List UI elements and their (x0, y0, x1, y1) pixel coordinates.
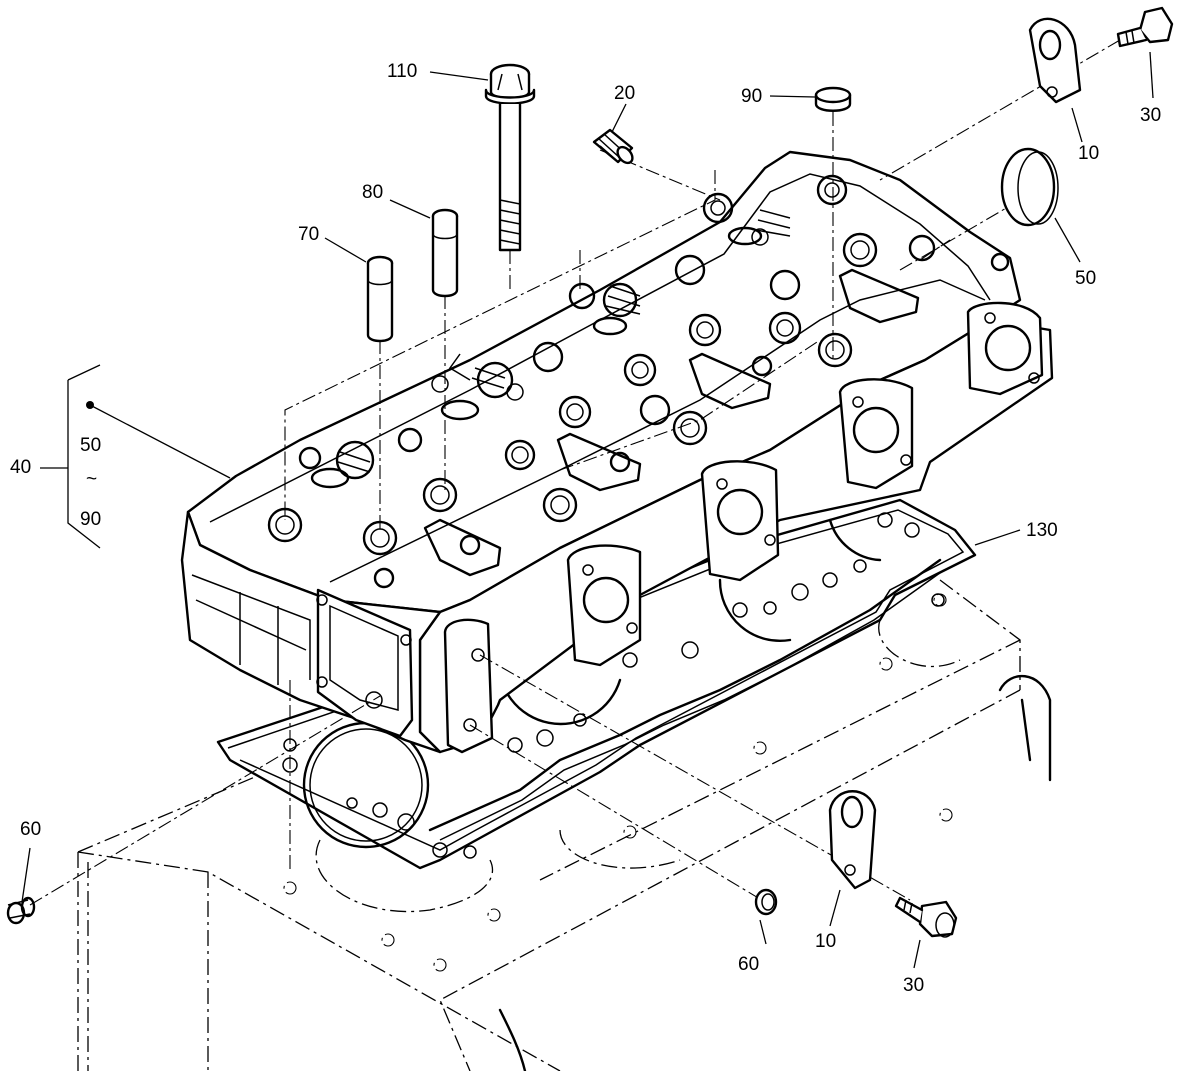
callout-50-group: 50 (80, 435, 102, 456)
hanger-bracket-top (1028, 17, 1082, 104)
callout-10-bottom: 10 (815, 931, 837, 952)
head-bolt (484, 63, 536, 252)
callout-30-top: 30 (1140, 105, 1162, 126)
plug-60-left (6, 896, 36, 925)
callout-90-top: 90 (741, 86, 763, 107)
callout-20: 20 (614, 83, 636, 104)
plug-60-bottom (754, 888, 778, 916)
hanger-bolt-bottom (894, 896, 958, 938)
callout-60-left: 60 (20, 819, 42, 840)
callout-70: 70 (298, 224, 320, 245)
callout-60-bottom: 60 (738, 954, 760, 975)
valve-guide-80 (431, 208, 459, 298)
callout-130: 130 (1026, 520, 1058, 541)
callout-80: 80 (362, 182, 384, 203)
callout-90-group: 90 (80, 509, 102, 530)
seal-ring-90 (814, 86, 852, 112)
callout-50-right: 50 (1075, 268, 1097, 289)
hanger-bolt-top (1116, 6, 1174, 48)
valve-guide-70 (366, 255, 394, 343)
callout-110: 110 (387, 61, 418, 82)
cylinder-head (180, 150, 1054, 754)
plug-20 (592, 128, 634, 165)
hanger-bracket-bottom (828, 790, 877, 890)
callout-40: 40 (10, 457, 32, 478)
callout-10-top: 10 (1078, 143, 1100, 164)
callout-range-tilde: ~ (86, 469, 98, 490)
expansion-plug-50 (1000, 147, 1059, 227)
engine-block-outline (77, 579, 1052, 1071)
leader-lines (21, 51, 1154, 969)
callout-30-bottom: 30 (903, 975, 925, 996)
